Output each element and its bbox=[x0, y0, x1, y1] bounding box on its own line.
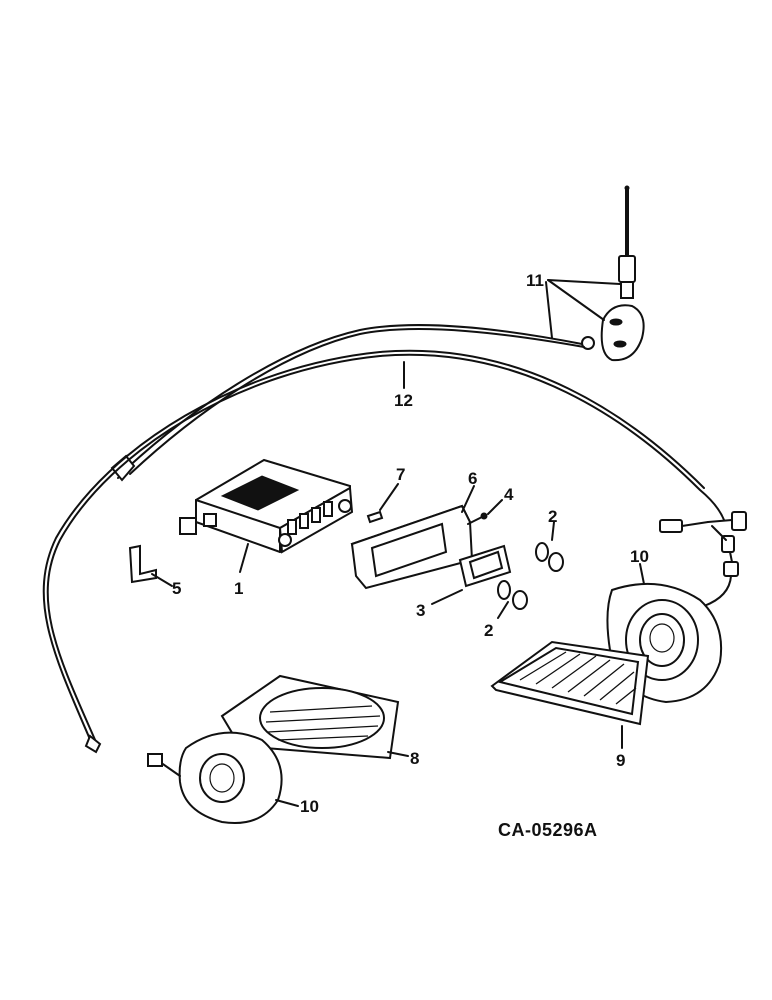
radio-harness-cable bbox=[46, 353, 725, 743]
callout-8: 8 bbox=[410, 749, 419, 768]
callout-7: 7 bbox=[396, 465, 405, 484]
grille-right bbox=[490, 640, 650, 749]
screw bbox=[366, 483, 399, 524]
callout-10-left: 10 bbox=[300, 797, 319, 816]
knobs-lower bbox=[497, 580, 528, 619]
callout-9: 9 bbox=[616, 751, 625, 770]
callout-4: 4 bbox=[504, 485, 514, 504]
figure-code: CA-05296A bbox=[498, 820, 598, 840]
callout-2-upper: 2 bbox=[548, 507, 557, 526]
knobs-upper bbox=[535, 521, 564, 572]
antenna-cable bbox=[117, 324, 583, 479]
grille-left bbox=[220, 674, 409, 760]
mounting-bracket bbox=[128, 544, 173, 587]
callout-2-lower: 2 bbox=[484, 621, 493, 640]
speaker-right bbox=[606, 563, 723, 704]
bezel bbox=[431, 544, 512, 605]
callout-5: 5 bbox=[172, 579, 181, 598]
antenna-assembly bbox=[581, 185, 645, 362]
callout-12: 12 bbox=[394, 391, 413, 410]
trim-screw bbox=[467, 499, 503, 525]
radio-unit bbox=[179, 458, 354, 573]
callout-10-right: 10 bbox=[630, 547, 649, 566]
callout-1: 1 bbox=[234, 579, 243, 598]
callout-3: 3 bbox=[416, 601, 425, 620]
callout-11: 11 bbox=[526, 271, 544, 290]
callout-6: 6 bbox=[468, 469, 477, 488]
speaker-left bbox=[147, 731, 299, 824]
trim-plate bbox=[350, 485, 475, 590]
